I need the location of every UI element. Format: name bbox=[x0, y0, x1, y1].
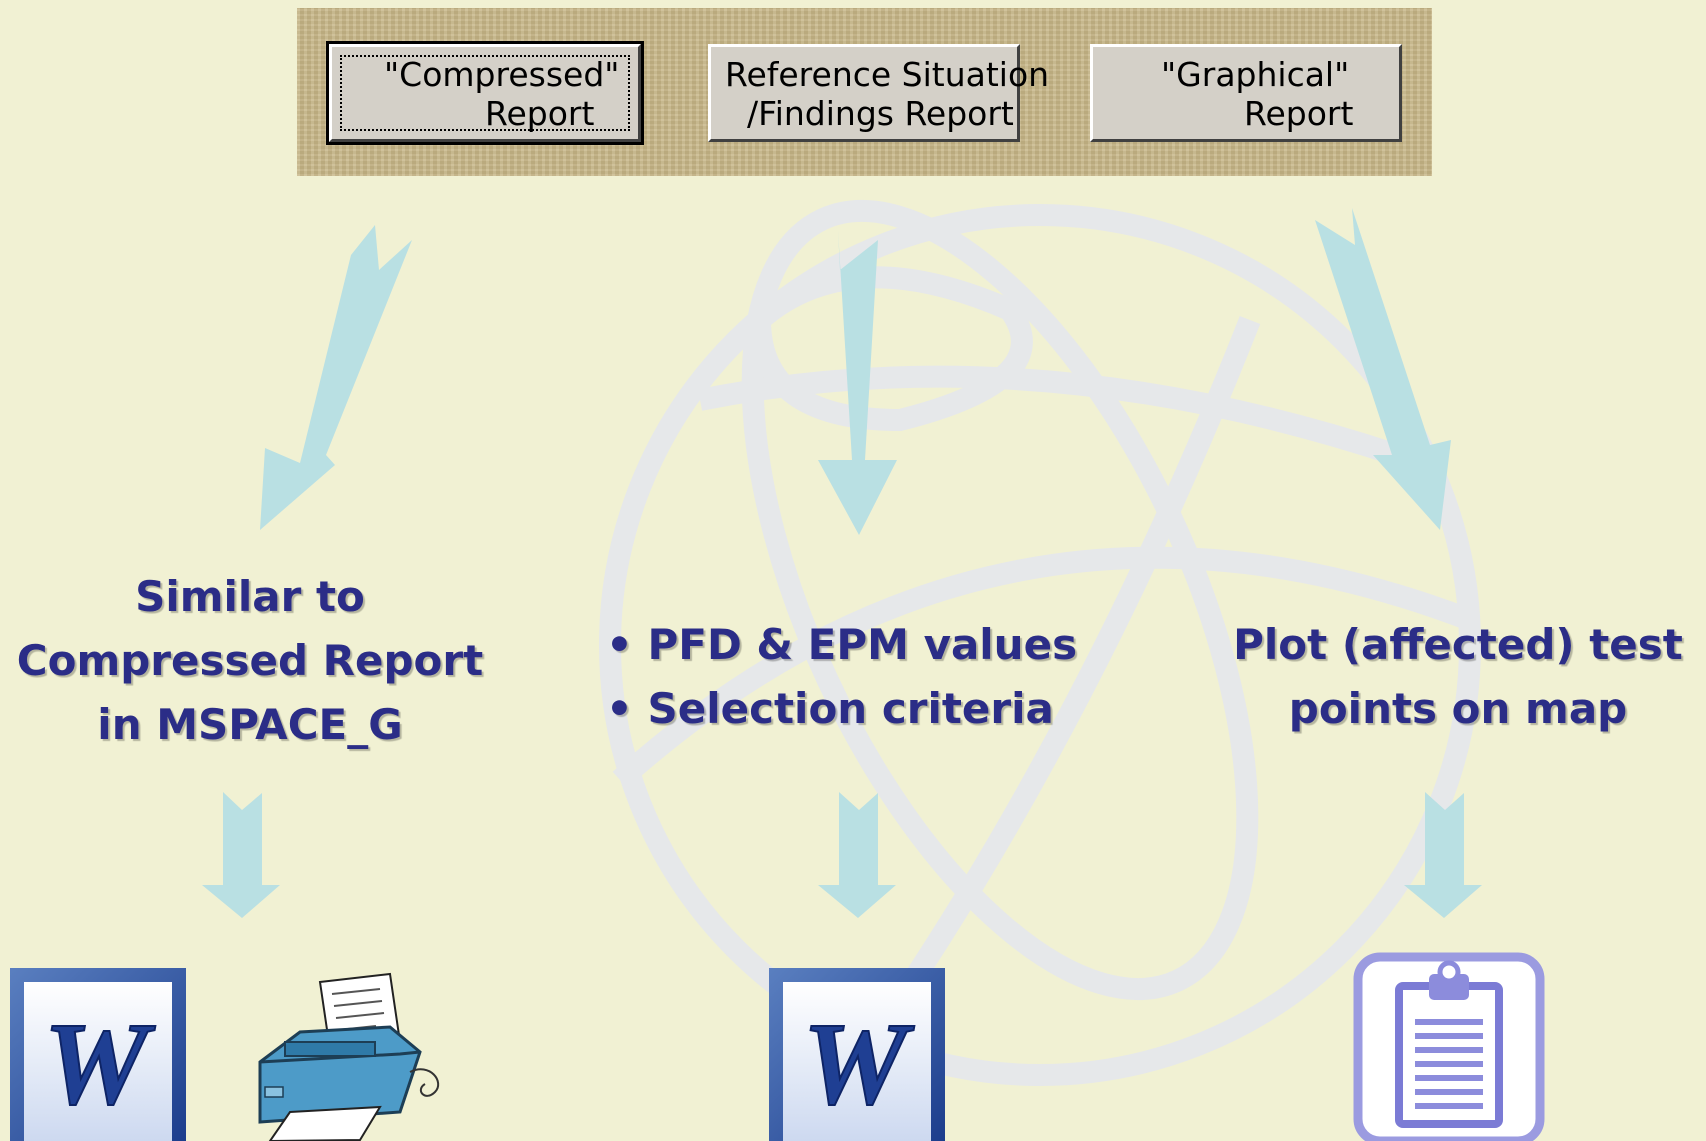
svg-text:W: W bbox=[803, 998, 915, 1129]
caption-line: Similar to bbox=[135, 572, 365, 621]
arrow-down-center bbox=[818, 230, 897, 535]
focus-ring bbox=[340, 55, 630, 131]
caption-left: Similar to Compressed Report in MSPACE_G bbox=[0, 565, 500, 757]
button-label-line1: "Compressed" bbox=[384, 55, 620, 94]
button-label-line1: Reference Situation bbox=[725, 55, 1050, 94]
svg-text:W: W bbox=[44, 998, 156, 1129]
button-label-line1: "Graphical" bbox=[1161, 55, 1350, 94]
button-label-line2: Report bbox=[485, 94, 595, 133]
bullet-item: PFD & EPM values bbox=[606, 613, 1086, 677]
caption-line: points on map bbox=[1288, 684, 1628, 733]
arrow-down-right bbox=[1315, 208, 1451, 530]
arrow-small-middle bbox=[818, 792, 896, 918]
bullet-list: PFD & EPM values Selection criteria bbox=[606, 613, 1086, 741]
clipboard-icon bbox=[1353, 952, 1545, 1141]
arrow-down-left bbox=[260, 225, 412, 530]
button-label-line2: /Findings Report bbox=[747, 94, 1014, 133]
caption-line: Plot (affected) test bbox=[1233, 620, 1683, 669]
reference-situation-findings-report-button[interactable]: Reference Situation /Findings Report bbox=[708, 44, 1049, 142]
graphical-report-button[interactable]: "Graphical" Report bbox=[1090, 44, 1402, 142]
arrow-small-right bbox=[1404, 792, 1482, 918]
caption-line: in MSPACE_G bbox=[97, 700, 403, 749]
arrow-small-left bbox=[202, 792, 280, 918]
caption-line: Compressed Report bbox=[16, 636, 484, 685]
word-icon: W bbox=[769, 968, 945, 1141]
caption-right: Plot (affected) test points on map bbox=[1210, 613, 1706, 741]
report-button-bar: "Compressed" Report Reference Situation … bbox=[297, 8, 1432, 176]
caption-middle: PFD & EPM values Selection criteria bbox=[606, 613, 1086, 741]
printer-icon bbox=[258, 972, 440, 1141]
bullet-item: Selection criteria bbox=[606, 677, 1086, 741]
button-label-line2: Report bbox=[1244, 94, 1354, 133]
compressed-report-button[interactable]: "Compressed" Report bbox=[326, 41, 644, 145]
word-icon: W bbox=[10, 968, 186, 1141]
